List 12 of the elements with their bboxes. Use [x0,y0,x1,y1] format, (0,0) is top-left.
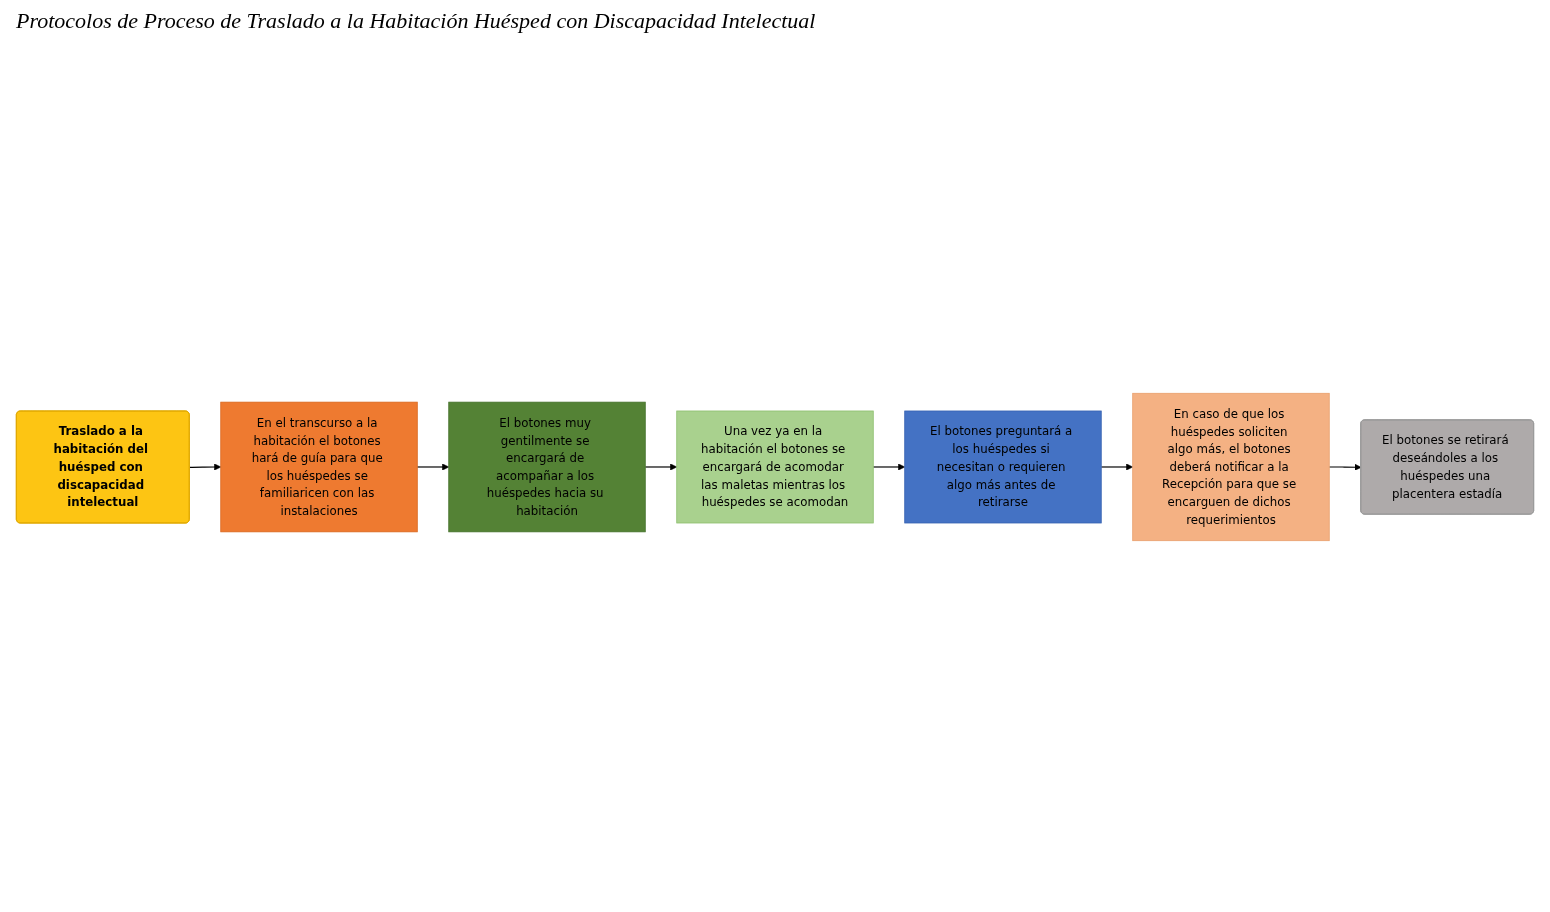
arrow [872,463,906,471]
node-box: En caso de que los huéspedes soliciten algo más, el botones deberá notificar a la Recepción para que se encarguen de dichos requerimientos [1132,392,1330,542]
node-box: Una vez ya en la habitación el botones se encargará de acomodar las maletas mientras los huéspedes se acomodan [676,410,874,524]
arrow [644,463,678,471]
diagram-title: Protocolos de Proceso de Traslado a la Habitación Huésped con Discapacidad Intelectual [15,7,817,35]
arrow [189,463,222,471]
arrow [1100,463,1133,471]
arrow [416,463,450,471]
node-box: En el transcurso a la habitación el botones hará de guía para que los huéspedes se familiaricen con las instalaciones [220,401,418,533]
arrow [1328,463,1362,471]
node-box: El botones preguntará a los huéspedes si necesitan o requieren algo más antes de retirarse [904,410,1102,524]
node-box: El botones muy gentilmente se encargará de acompañar a los huéspedes hacia su habitación [448,401,646,533]
